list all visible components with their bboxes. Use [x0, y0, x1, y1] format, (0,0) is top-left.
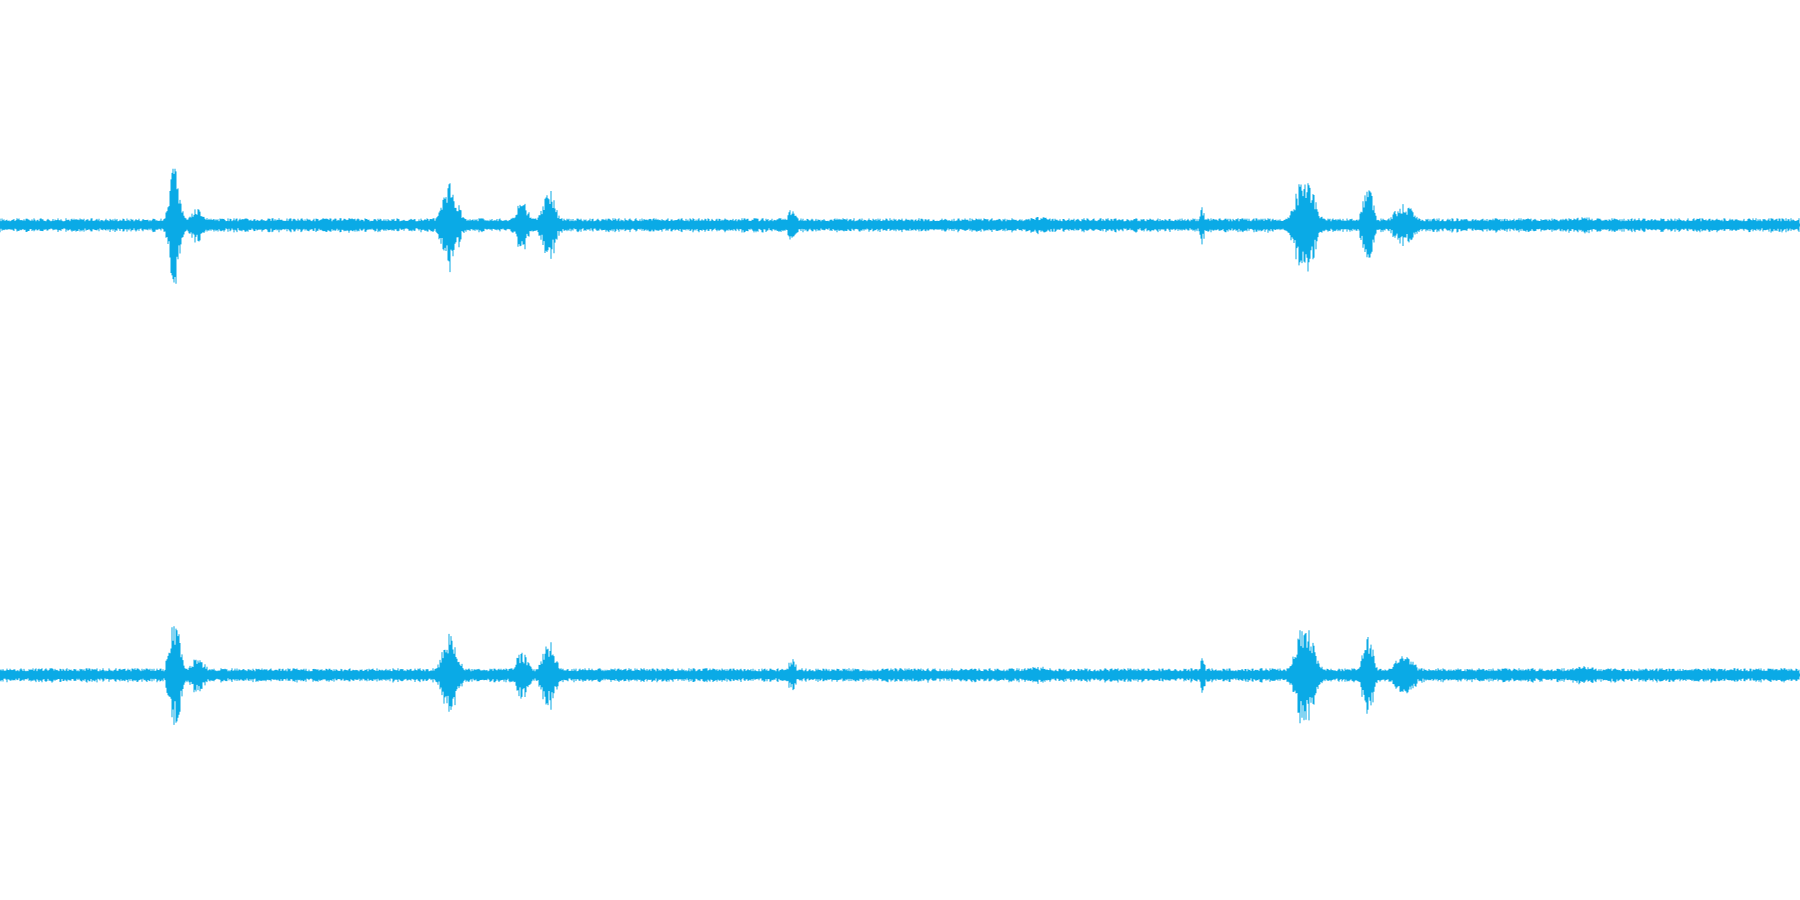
waveform-channel-1: [0, 75, 1800, 375]
waveform-channel-2-plot: [0, 626, 1800, 725]
waveform-channel-1-plot: [0, 168, 1800, 284]
waveform-channel-2: [0, 525, 1800, 825]
